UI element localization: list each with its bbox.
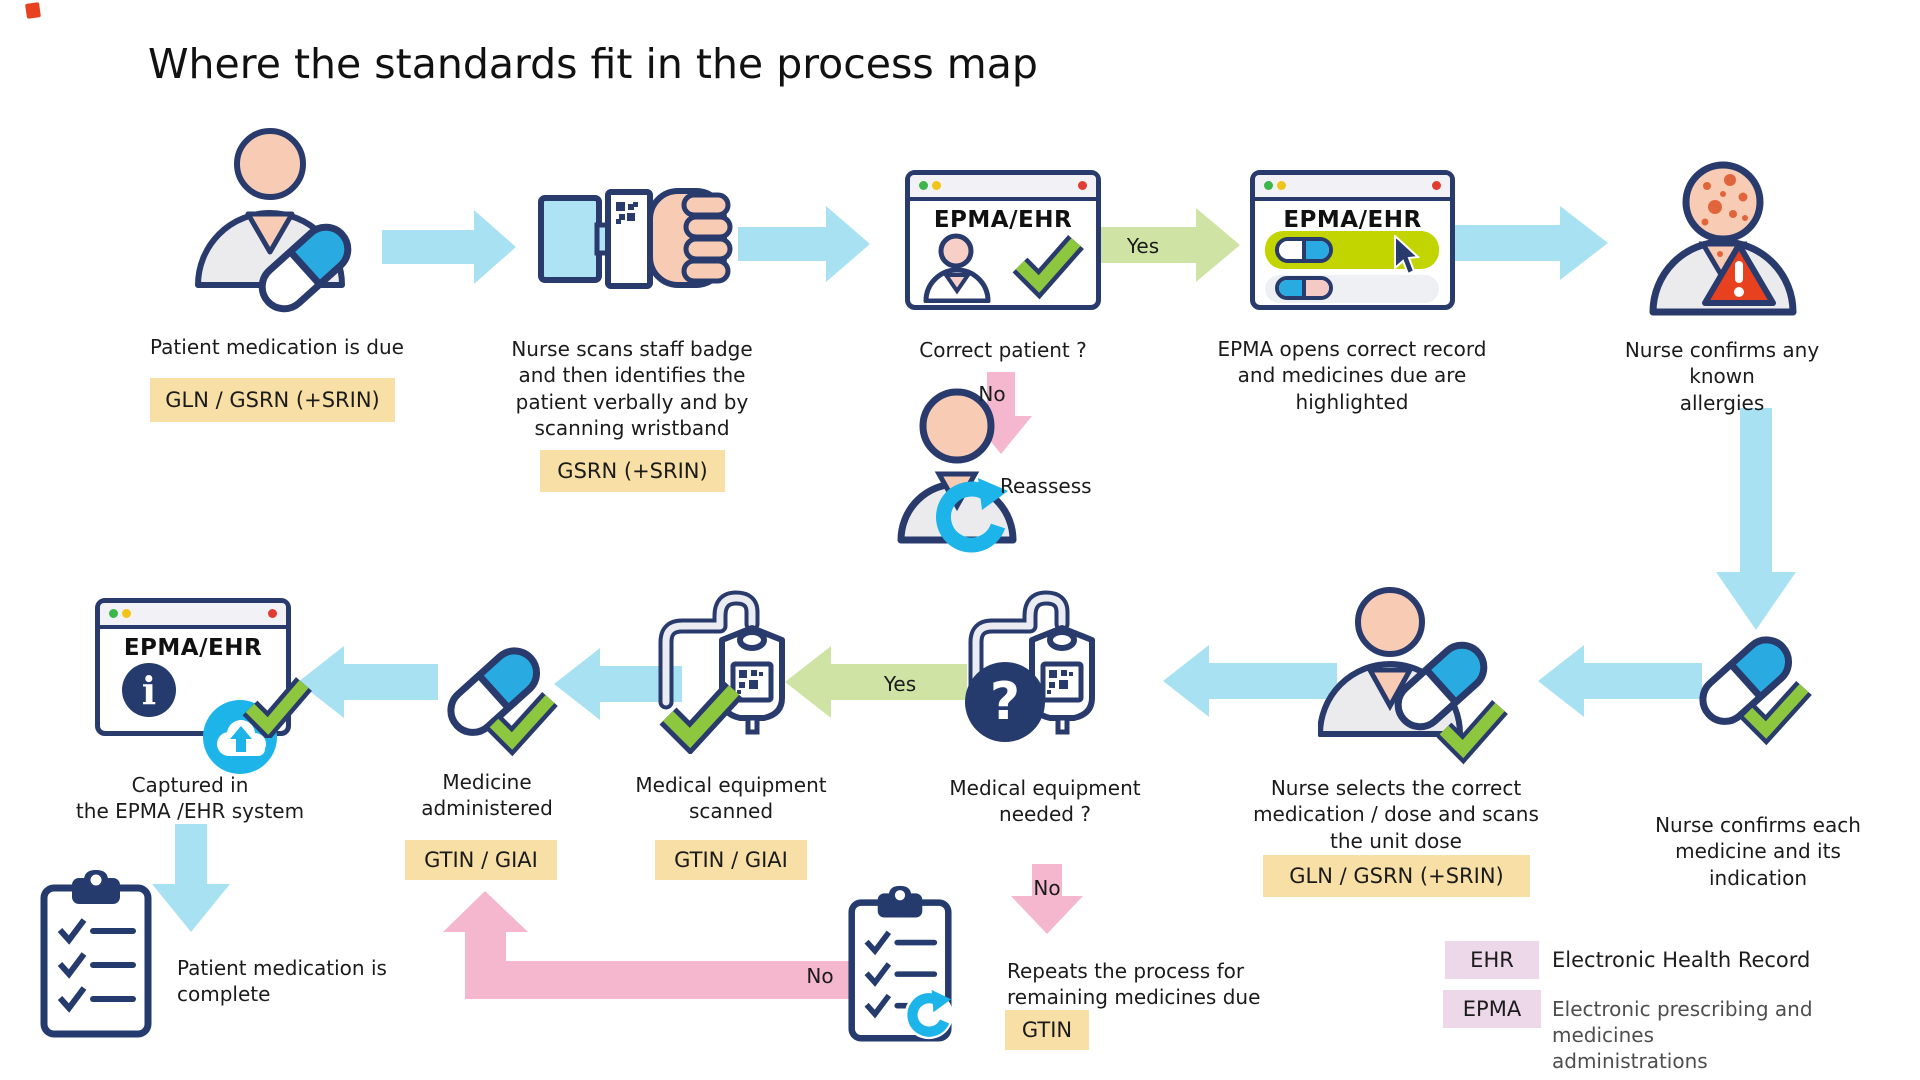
label-medication-complete: Patient medication is complete	[177, 956, 387, 1007]
window-title: EPMA/EHR	[1283, 207, 1422, 233]
window-dot-yellow	[122, 609, 131, 618]
label-medicine-administered: Medicine administered	[421, 770, 553, 821]
legend-meaning-ehr: Electronic Health Record	[1552, 948, 1811, 972]
label-select-medication: Nurse selects the correct medication / d…	[1253, 776, 1539, 853]
no-label-equipment: No	[1033, 876, 1061, 900]
label-equipment-scanned: Medical equipment scanned	[635, 773, 827, 824]
arrow-select-to-equipment	[1163, 645, 1337, 717]
window-titlebar	[910, 175, 1096, 201]
window-dot-green	[919, 181, 928, 190]
yes-label-equipment: Yes	[883, 672, 917, 696]
arrow-repeat-loop	[443, 891, 863, 999]
no-label-correct-patient: No	[978, 382, 1006, 406]
allergy-person-icon	[1649, 161, 1797, 316]
medicine-administered-icon	[447, 647, 558, 757]
arrow-equipment-no	[1011, 864, 1083, 934]
window-title: EPMA/EHR	[123, 635, 263, 661]
window-dot-yellow	[1277, 181, 1286, 190]
window-dot-yellow	[932, 181, 941, 190]
warning-triangle-icon	[1702, 242, 1776, 306]
check-icon	[242, 677, 312, 738]
arrow-due-to-scan	[382, 210, 516, 284]
label-correct-patient: Correct patient ?	[919, 338, 1087, 362]
iv-equipment-icon	[968, 590, 1095, 735]
legend-badge-ehr: EHR	[1445, 941, 1539, 979]
window-dot-green	[1264, 181, 1273, 190]
no-label-repeat: No	[806, 964, 834, 988]
legend-badge-epma: EPMA	[1443, 990, 1541, 1028]
standard-badge-repeat-process: GTIN	[1005, 1010, 1089, 1050]
info-icon: i	[122, 663, 176, 717]
nurse-select-medication-icon	[1318, 587, 1508, 765]
legend-meaning-epma: Electronic prescribing and medicines adm…	[1552, 997, 1813, 1073]
arrow-record-to-allergies	[1440, 206, 1608, 280]
label-patient-due: Patient medication is due	[150, 335, 404, 359]
medicine-capsule	[1275, 276, 1333, 300]
label-record-highlighted: EPMA opens correct record and medicines …	[1217, 337, 1487, 414]
checklist-clipboard-icon	[40, 870, 152, 1038]
epma-window-record: EPMA/EHR	[1250, 170, 1455, 310]
arrow-correct-patient-yes	[1092, 208, 1240, 282]
cursor-icon	[1394, 235, 1421, 276]
label-scan-badge: Nurse scans staff badge and then identif…	[511, 337, 753, 441]
question-icon: ?	[965, 662, 1045, 742]
arrow-allergies-down	[1716, 408, 1796, 630]
arrow-scanned-to-administered	[554, 648, 682, 720]
page-title: Where the standards fit in the process m…	[148, 40, 1038, 88]
label-reassess: Reassess	[1000, 474, 1092, 498]
check-icon	[659, 681, 743, 754]
badge-scan-icon	[538, 188, 733, 289]
standard-badge-equipment-scanned: GTIN / GIAI	[655, 840, 807, 880]
arrow-administered-to-captured	[298, 646, 438, 718]
refresh-icon	[907, 989, 952, 1037]
patient-check-icon	[923, 233, 1084, 303]
reassess-person-icon	[897, 388, 1017, 544]
arrow-confirm-to-select	[1538, 645, 1702, 717]
window-titlebar	[100, 603, 286, 629]
label-equipment-needed: Medical equipment needed ?	[949, 776, 1141, 827]
label-confirm-each-medicine: Nurse confirms each medicine and its ind…	[1655, 813, 1861, 890]
window-dot-red	[1432, 181, 1441, 190]
label-captured: Captured in the EPMA /EHR system	[75, 773, 305, 824]
label-allergies: Nurse confirms any known allergies	[1624, 338, 1820, 415]
standard-badge-patient-due: GLN / GSRN (+SRIN)	[150, 378, 395, 422]
arrow-captured-down	[152, 824, 230, 932]
epma-window-correct-patient: EPMA/EHR	[905, 170, 1101, 310]
window-dot-green	[109, 609, 118, 618]
window-title: EPMA/EHR	[933, 207, 1073, 233]
iv-equipment-scanned-icon	[658, 590, 785, 735]
standard-badge-medicine-administered: GTIN / GIAI	[405, 840, 557, 880]
repeat-clipboard-icon	[848, 885, 952, 1042]
window-dot-red	[1078, 181, 1087, 190]
medicine-capsule	[1275, 237, 1333, 263]
yes-label-correct-patient: Yes	[1126, 234, 1160, 258]
corner-decoration	[25, 2, 41, 19]
window-titlebar	[1255, 175, 1450, 201]
label-repeat-process: Repeats the process for remaining medici…	[1007, 959, 1261, 1010]
standard-badge-scan-badge: GSRN (+SRIN)	[540, 450, 725, 492]
pill-check-icon	[1699, 636, 1812, 746]
patient-with-pill-icon	[195, 128, 352, 313]
arrow-scan-to-patient-check	[738, 206, 870, 282]
arrow-equipment-yes	[785, 646, 967, 718]
standard-badge-select-medication: GLN / GSRN (+SRIN)	[1263, 855, 1530, 897]
window-dot-red	[268, 609, 277, 618]
refresh-icon	[936, 478, 1008, 553]
